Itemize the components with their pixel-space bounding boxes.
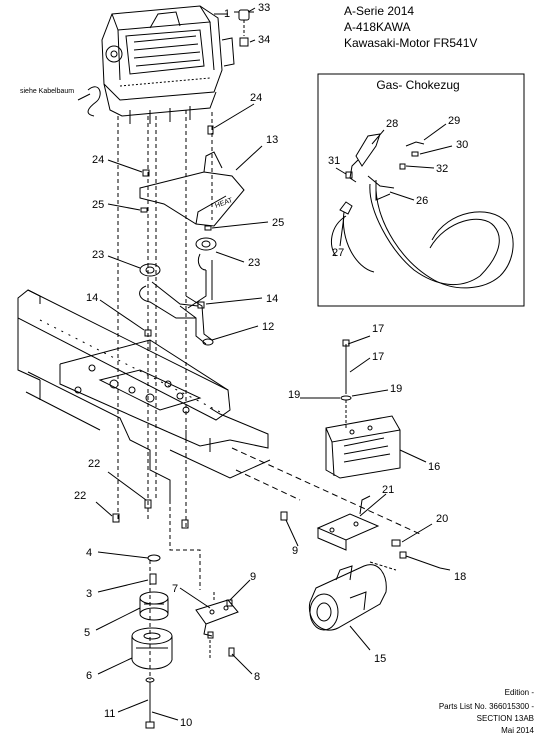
muffler-shield bbox=[325, 415, 401, 479]
nut-14-right bbox=[197, 301, 205, 309]
engine bbox=[101, 5, 235, 124]
cable-harness-note: siehe Kabelbaum bbox=[20, 88, 75, 95]
callout-9-lower: 9 bbox=[250, 571, 256, 583]
spacer-3 bbox=[149, 573, 157, 585]
part-28 bbox=[355, 133, 381, 167]
chassis-frame bbox=[17, 289, 271, 500]
part-31 bbox=[345, 171, 353, 179]
washer-20 bbox=[391, 539, 401, 547]
callout-27: 27 bbox=[332, 247, 344, 259]
bolt-8 bbox=[228, 647, 235, 657]
header-model: A-418KAWA bbox=[344, 20, 411, 34]
callout-9-upper: 9 bbox=[292, 545, 298, 557]
callout-19-right: 19 bbox=[390, 383, 402, 395]
callout-3: 3 bbox=[86, 588, 92, 600]
callout-23-left: 23 bbox=[92, 249, 104, 261]
callout-26: 26 bbox=[416, 195, 428, 207]
callout-22-upper: 22 bbox=[88, 458, 100, 470]
callout-18: 18 bbox=[454, 571, 466, 583]
callout-12: 12 bbox=[262, 321, 274, 333]
callout-28: 28 bbox=[386, 118, 398, 130]
exhaust-pipe bbox=[179, 295, 214, 346]
callout-20: 20 bbox=[436, 513, 448, 525]
part-30 bbox=[411, 151, 419, 157]
bolt-24-left bbox=[142, 169, 150, 177]
callout-17-upper: 17 bbox=[372, 323, 384, 335]
exhaust-gasket-right bbox=[187, 237, 217, 309]
heat-shield bbox=[139, 145, 263, 227]
inset-title: Gas- Chokezug bbox=[376, 78, 460, 92]
callout-31: 31 bbox=[328, 155, 340, 167]
callout-10: 10 bbox=[180, 717, 192, 729]
callout-6: 6 bbox=[86, 670, 92, 682]
header-engine: Kawasaki-Motor FR541V bbox=[344, 36, 478, 50]
callout-15: 15 bbox=[374, 653, 386, 665]
bolt-22-center bbox=[144, 499, 152, 509]
callout-5: 5 bbox=[84, 627, 90, 639]
footer-date: Mai 2014 bbox=[501, 726, 534, 735]
callout-numbers: 1 33 34 24 13 24 25 25 23 23 14 14 12 17… bbox=[74, 2, 468, 729]
callout-24-upper: 24 bbox=[250, 92, 262, 104]
header-series: A-Serie 2014 bbox=[344, 4, 415, 18]
heat-shield-label: HEAT bbox=[214, 197, 234, 210]
callout-16: 16 bbox=[428, 461, 440, 473]
callout-25-right: 25 bbox=[272, 217, 284, 229]
callout-13: 13 bbox=[266, 134, 278, 146]
callout-21: 21 bbox=[382, 484, 394, 496]
bolt-22-left bbox=[112, 513, 120, 523]
washer-25-left bbox=[140, 207, 148, 213]
callout-8: 8 bbox=[254, 671, 260, 683]
callout-7: 7 bbox=[172, 583, 178, 595]
callout-23-right: 23 bbox=[248, 257, 260, 269]
bolt-18 bbox=[405, 555, 441, 569]
callout-29: 29 bbox=[448, 115, 460, 127]
callout-34: 34 bbox=[258, 34, 270, 46]
pulley-5 bbox=[139, 591, 169, 621]
callout-24-left: 24 bbox=[92, 154, 104, 166]
callout-32: 32 bbox=[436, 163, 448, 175]
callout-17-lower: 17 bbox=[372, 351, 384, 363]
callout-30: 30 bbox=[456, 139, 468, 151]
part-27 bbox=[339, 201, 353, 215]
part-33 bbox=[238, 9, 250, 21]
callout-14-right: 14 bbox=[266, 293, 278, 305]
harness-squiggle bbox=[87, 86, 101, 117]
nut-9-lower bbox=[226, 599, 233, 607]
callout-11: 11 bbox=[104, 708, 115, 720]
callout-22-lower: 22 bbox=[74, 490, 86, 502]
muffler bbox=[308, 564, 387, 631]
part-34 bbox=[239, 37, 249, 47]
nut-9-upper bbox=[280, 511, 288, 521]
footer-parts-list: Parts List No. 366015300 - bbox=[438, 702, 534, 711]
bracket-21 bbox=[316, 495, 380, 551]
clutch-6 bbox=[131, 627, 173, 670]
choke-cable-assembly bbox=[330, 123, 514, 289]
washer-25-right bbox=[204, 225, 212, 231]
bracket-7 bbox=[195, 599, 239, 637]
inset-box bbox=[317, 73, 525, 307]
callout-14-left: 14 bbox=[86, 292, 98, 304]
callout-19-left: 19 bbox=[288, 389, 300, 401]
footer-section: SECTION 13AB bbox=[476, 714, 534, 723]
bolt-24-right bbox=[207, 125, 214, 135]
nut-14-left bbox=[144, 329, 152, 337]
callout-33: 33 bbox=[258, 2, 270, 14]
washer-19 bbox=[340, 395, 352, 401]
callout-25-left: 25 bbox=[92, 199, 104, 211]
footer-edition: Edition - bbox=[504, 688, 534, 697]
part-32 bbox=[399, 163, 406, 170]
callout-4: 4 bbox=[86, 547, 92, 559]
part-29 bbox=[405, 141, 425, 147]
callout-1: 1 bbox=[224, 8, 230, 20]
